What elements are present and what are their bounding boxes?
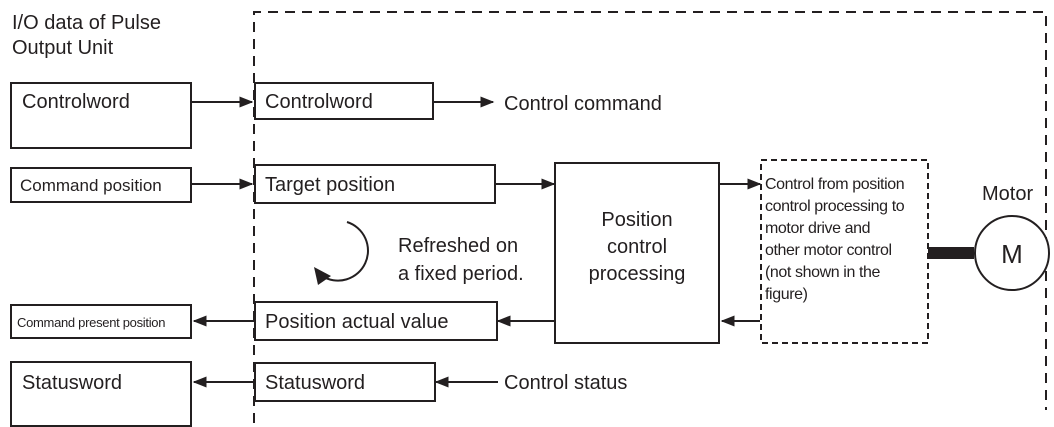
other-control-line1: Control from position [765, 176, 905, 193]
motor-circle [974, 215, 1050, 291]
refresh-label-line2: a fixed period. [398, 263, 524, 285]
processing-line1: Position [601, 209, 673, 231]
processing-line3: processing [588, 263, 686, 285]
refresh-cycle-icon [314, 221, 369, 285]
drive-area-boundary [253, 11, 1047, 423]
motor-label: Motor [982, 183, 1034, 205]
unit-header-line1: I/O data of Pulse [12, 12, 161, 34]
unit-controlword-box: Controlword [10, 82, 192, 149]
drive-target-position-box: Target position [254, 164, 496, 204]
other-control-line3: motor drive and [765, 220, 871, 237]
other-control-line4: other motor control [765, 242, 892, 259]
motor-shaft [928, 247, 974, 259]
other-control-box [760, 159, 929, 344]
other-control-line2: control processing to [765, 198, 905, 215]
drive-position-actual-value-label: Position actual value [265, 311, 449, 333]
drive-position-actual-value-box: Position actual value [254, 301, 498, 341]
processing-line2: control [606, 236, 668, 258]
drive-target-position-label: Target position [265, 174, 396, 196]
other-control-line6: figure) [765, 286, 808, 303]
unit-statusword-box: Statusword [10, 361, 192, 427]
other-control-line5: (not shown in the [765, 264, 881, 281]
unit-statusword-label: Statusword [22, 372, 123, 394]
unit-command-present-position-box: Command present position [10, 304, 192, 339]
motor-symbol: M [1001, 239, 1023, 269]
drive-statusword-box: Statusword [254, 362, 436, 402]
refresh-label-line1: Refreshed on [398, 235, 519, 257]
drive-controlword-label: Controlword [265, 91, 373, 113]
unit-header-line2: Output Unit [12, 37, 114, 59]
control-command-label: Control command [504, 93, 662, 115]
drive-statusword-label: Statusword [265, 372, 366, 394]
unit-command-position-label: Command position [20, 176, 162, 195]
position-control-processing-box: Position control processing [554, 162, 720, 344]
drive-controlword-box: Controlword [254, 82, 434, 120]
unit-command-position-box: Command position [10, 167, 192, 203]
control-status-label: Control status [504, 372, 628, 394]
unit-controlword-label: Controlword [22, 91, 130, 113]
unit-command-present-position-label: Command present position [17, 315, 166, 330]
